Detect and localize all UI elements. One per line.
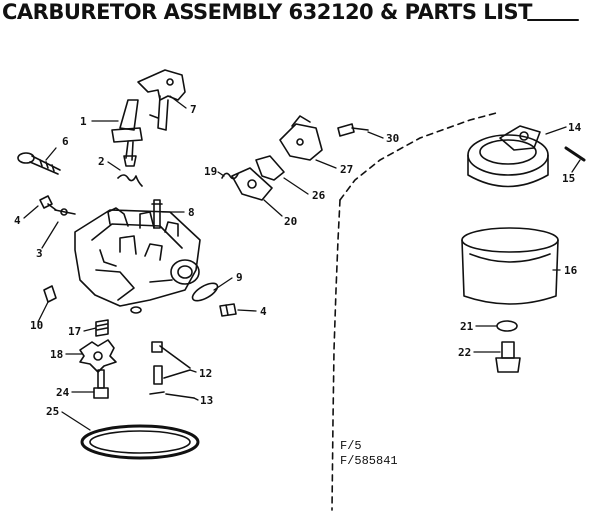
callout-8: 8 <box>188 206 195 219</box>
spring-part-19 <box>221 172 239 180</box>
callout-24: 24 <box>56 386 70 399</box>
spring-part-17 <box>95 319 109 337</box>
callout-25: 25 <box>46 405 60 418</box>
callout-26: 26 <box>312 189 326 202</box>
callout-17: 17 <box>68 325 82 338</box>
float-assembly-part-14 <box>467 125 549 188</box>
throttle-lever-part <box>137 69 186 131</box>
callout-30: 30 <box>386 132 400 145</box>
callout-22: 22 <box>458 346 472 359</box>
separator-dash-vertical <box>331 199 341 511</box>
screw-part-4a <box>39 195 57 211</box>
idle-screw-part <box>54 208 76 216</box>
callout-21: 21 <box>460 320 474 333</box>
gasket-ring-part-25 <box>80 424 200 460</box>
callout-16: 16 <box>564 264 578 277</box>
star-nut-part-18 <box>79 339 117 373</box>
callout-1: 1 <box>80 115 87 128</box>
check-ball-part <box>43 285 57 303</box>
pin-part-13 <box>149 391 195 399</box>
callout-6: 6 <box>62 135 69 148</box>
callout-12: 12 <box>199 367 213 380</box>
spring-part <box>117 174 143 187</box>
callout-14: 14 <box>568 121 582 134</box>
washer-part-9 <box>191 282 219 302</box>
callout-7: 7 <box>190 103 197 116</box>
callout-4a: 4 <box>14 214 21 227</box>
figure-ref-short: F/5 <box>340 439 362 453</box>
callout-15: 15 <box>562 172 576 185</box>
callout-4b: 4 <box>260 305 267 318</box>
callout-18: 18 <box>50 348 64 361</box>
pin-part-15 <box>564 146 586 162</box>
callout-19: 19 <box>204 165 218 178</box>
pin-part-8 <box>151 199 163 229</box>
diagram-title: CARBURETOR ASSEMBLY 632120 & PARTS LIST <box>2 0 532 24</box>
callout-20: 20 <box>284 215 298 228</box>
screw-part-6 <box>17 152 61 175</box>
carburetor-body <box>74 207 201 314</box>
callout-10: 10 <box>30 319 44 332</box>
diaphragm-plate-part-20 <box>231 167 273 201</box>
callout-2: 2 <box>98 155 105 168</box>
bolt-part-24 <box>93 369 109 399</box>
jet-part-12 <box>151 341 191 385</box>
leader-lines <box>23 95 581 431</box>
callout-3: 3 <box>36 247 43 260</box>
separator-dash-top <box>339 111 501 201</box>
float-bowl-part-16 <box>461 227 559 305</box>
screw-part-30 <box>337 123 369 137</box>
callout-27: 27 <box>340 163 354 176</box>
bracket-part-27 <box>279 115 323 161</box>
figure-ref-long: F/585841 <box>340 454 398 468</box>
callout-9: 9 <box>236 271 243 284</box>
gasket-part-26 <box>255 155 285 181</box>
screw-part-4b <box>219 303 237 317</box>
callout-13: 13 <box>200 394 214 407</box>
throttle-shaft-part <box>111 99 143 167</box>
washer-part-21 <box>496 320 518 332</box>
bowl-nut-part-22 <box>495 341 521 373</box>
